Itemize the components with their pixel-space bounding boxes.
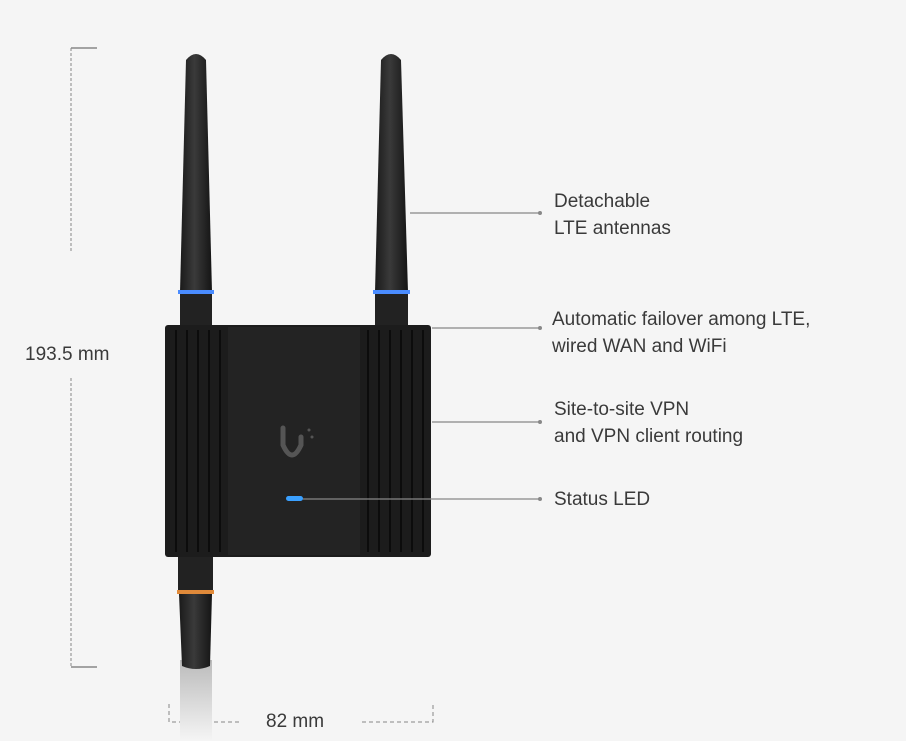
callout-antennas: Detachable LTE antennas <box>554 188 671 242</box>
callout-line: Status LED <box>554 489 651 510</box>
left-antenna <box>178 54 214 326</box>
ubiquiti-logo-icon <box>280 425 314 458</box>
height-dimension-label: 193.5 mm <box>25 344 110 365</box>
callout-lines <box>303 211 542 501</box>
callout-line: Detachable <box>554 191 651 212</box>
callout-vpn: Site-to-site VPN and VPN client routing <box>554 396 743 450</box>
callout-line: wired WAN and WiFi <box>552 336 727 357</box>
right-antenna <box>373 54 410 326</box>
callout-status-led: Status LED <box>554 486 650 513</box>
callout-line: LTE antennas <box>554 218 671 239</box>
callout-line: Automatic failover among LTE, <box>552 309 811 330</box>
width-dimension-label: 82 mm <box>266 711 325 732</box>
callout-failover: Automatic failover among LTE, wired WAN … <box>552 306 810 360</box>
status-led <box>286 496 303 501</box>
width-dimension-line <box>168 704 434 723</box>
bottom-antenna <box>177 556 214 741</box>
callout-line: and VPN client routing <box>554 426 744 447</box>
height-dimension-line <box>70 47 97 668</box>
device-body <box>165 325 431 557</box>
callout-line: Site-to-site VPN <box>554 399 690 420</box>
